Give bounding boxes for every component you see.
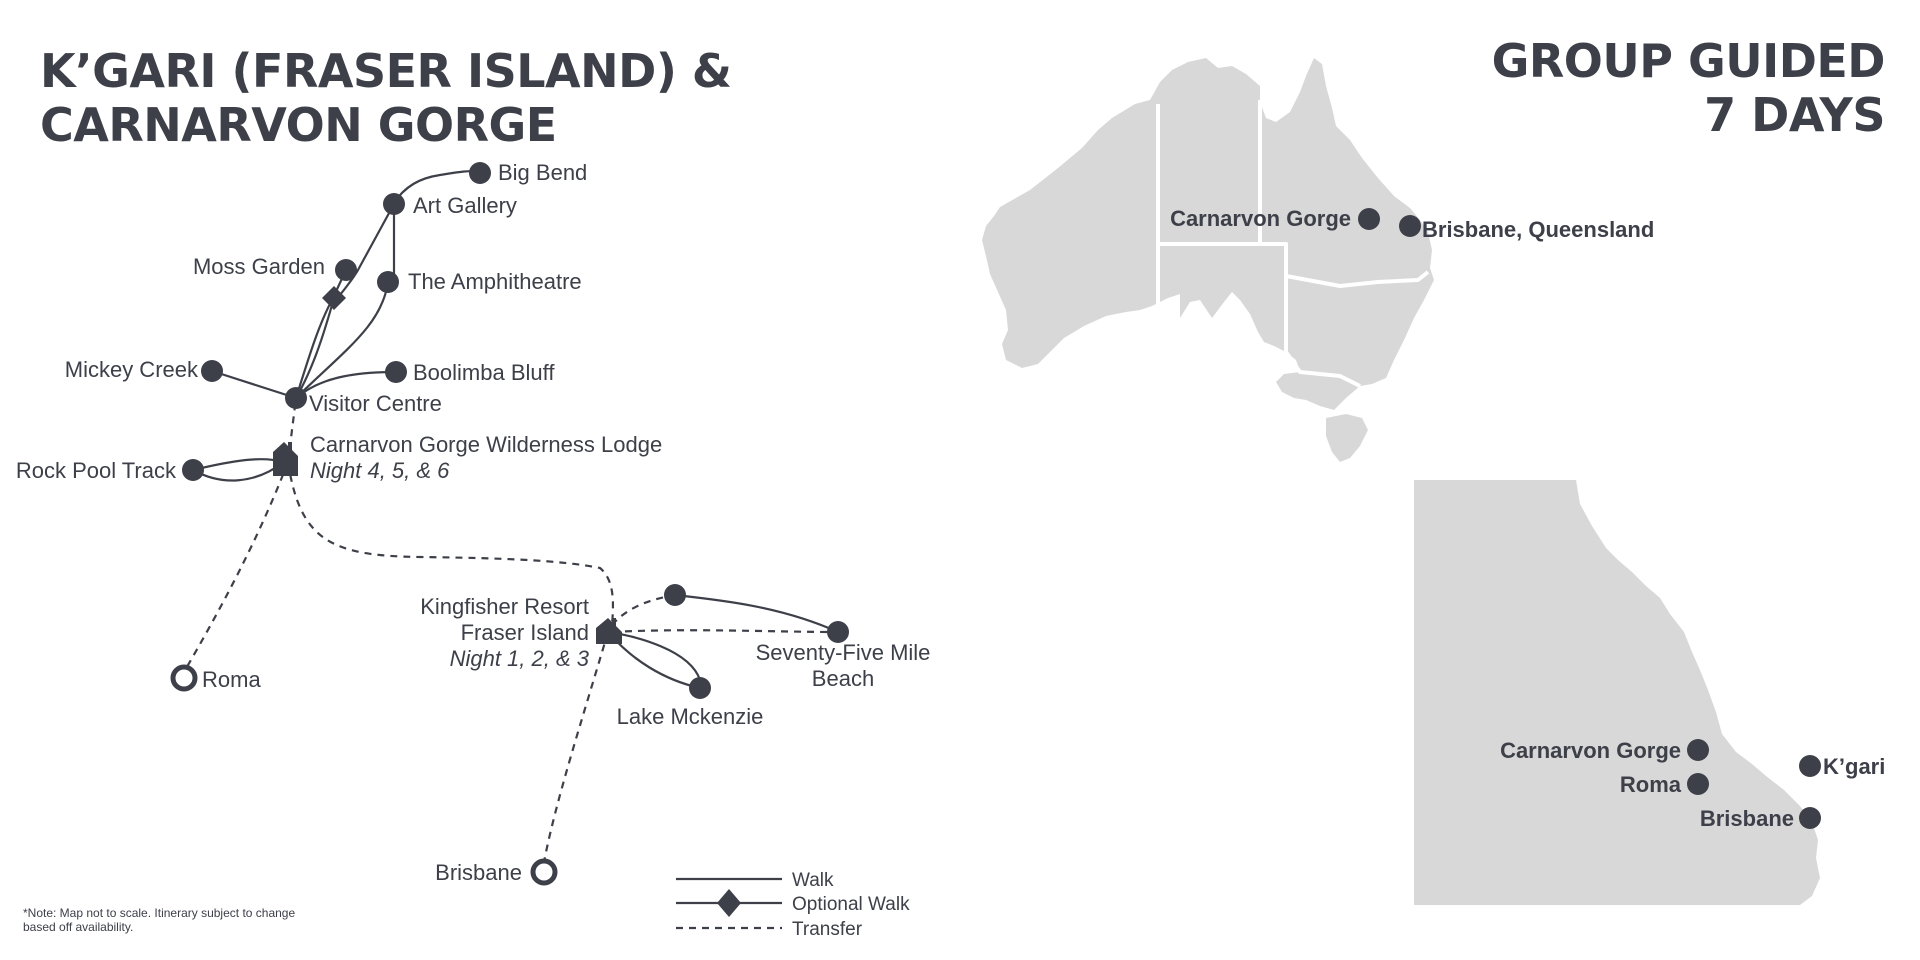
stop-lake-mckenzie: Lake Mckenzie xyxy=(617,677,764,729)
stop-big-bend: Big Bend xyxy=(469,160,587,185)
beach-label-line2: Beach xyxy=(812,666,874,691)
tour-type-label: GROUP GUIDED xyxy=(1491,34,1886,88)
visitor-centre-label: Visitor Centre xyxy=(309,391,442,416)
resort-house-icon xyxy=(596,618,622,644)
qld-roma-dot xyxy=(1687,773,1709,795)
legend-walk-label: Walk xyxy=(792,870,834,891)
lodge-nights-label: Night 4, 5, & 6 xyxy=(310,458,450,483)
route-resort-beach xyxy=(673,593,840,634)
page-title: K’GARI (FRASER ISLAND) & CARNARVON GORGE xyxy=(40,44,732,152)
qld-marker-kgari: K’gari xyxy=(1799,754,1885,779)
title-line2: CARNARVON GORGE xyxy=(40,98,557,152)
transfer-lodge-resort xyxy=(286,461,615,626)
transfer-resort-beach xyxy=(611,629,839,634)
stop-beach: Seventy-Five Mile Beach xyxy=(664,584,930,691)
amphitheatre-label: The Amphitheatre xyxy=(408,269,582,294)
rock-pool-track-dot xyxy=(182,459,204,481)
route-rock-pool-loop xyxy=(191,458,286,482)
australia-landmass xyxy=(982,58,1434,410)
legend-optional-walk: Optional Walk xyxy=(676,889,910,917)
boolimba-bluff-dot xyxy=(385,361,407,383)
mickey-creek-dot xyxy=(201,360,223,382)
qld-marker-carnarvon: Carnarvon Gorge xyxy=(1500,738,1709,763)
stop-roma: Roma xyxy=(170,664,261,692)
lake-mckenzie-label: Lake Mckenzie xyxy=(617,704,764,729)
beach-dot xyxy=(827,621,849,643)
stop-brisbane: Brisbane xyxy=(435,858,558,886)
optional-walk-diamond-icon xyxy=(717,889,741,917)
australia-inset: Carnarvon Gorge Brisbane, Queensland xyxy=(982,58,1654,462)
mickey-creek-label: Mickey Creek xyxy=(65,357,199,382)
qld-brisbane-dot xyxy=(1799,807,1821,829)
australia-marker-brisbane: Brisbane, Queensland xyxy=(1399,215,1654,242)
qld-brisbane-label: Brisbane xyxy=(1700,806,1794,831)
roma-ring-icon xyxy=(170,664,198,692)
legend-transfer-label: Transfer xyxy=(792,919,863,940)
beach-point-dot xyxy=(664,584,686,606)
queensland-landmass xyxy=(1414,480,1820,905)
lodge-house-icon xyxy=(273,442,298,476)
qld-roma-label: Roma xyxy=(1620,772,1682,797)
qld-carnarvon-dot xyxy=(1687,739,1709,761)
route-visitor-mickey-creek xyxy=(210,369,298,400)
transfer-resort-brisbane xyxy=(542,631,610,863)
stop-boolimba-bluff: Boolimba Bluff xyxy=(385,360,555,385)
legend-walk: Walk xyxy=(676,870,834,891)
stop-mickey-creek: Mickey Creek xyxy=(65,357,223,382)
stop-amphitheatre: The Amphitheatre xyxy=(377,269,582,294)
moss-garden-dot xyxy=(335,259,357,281)
resort-nights-label: Night 1, 2, & 3 xyxy=(450,646,590,671)
title-line1: K’GARI (FRASER ISLAND) & xyxy=(40,44,732,98)
brisbane-label: Brisbane xyxy=(435,860,522,885)
tour-badge: GROUP GUIDED 7 DAYS xyxy=(1491,34,1886,142)
brisbane-ring-icon xyxy=(530,858,558,886)
art-gallery-label: Art Gallery xyxy=(413,193,517,218)
big-bend-label: Big Bend xyxy=(498,160,587,185)
visitor-centre-dot xyxy=(285,387,307,409)
art-gallery-dot xyxy=(383,193,405,215)
moss-garden-label: Moss Garden xyxy=(193,254,325,279)
lake-mckenzie-dot xyxy=(689,677,711,699)
stop-lodge: Carnarvon Gorge Wilderness Lodge Night 4… xyxy=(273,432,662,483)
qld-kgari-label: K’gari xyxy=(1823,754,1885,779)
stop-visitor-centre: Visitor Centre xyxy=(285,387,442,416)
australia-brisbane-label: Brisbane, Queensland xyxy=(1422,217,1654,242)
qld-marker-roma: Roma xyxy=(1620,772,1709,797)
stop-resort: Kingfisher Resort Fraser Island Night 1,… xyxy=(420,594,622,671)
disclaimer-note: *Note: Map not to scale. Itinerary subje… xyxy=(23,906,296,934)
legend-transfer: Transfer xyxy=(676,919,863,940)
resort-name-line1: Kingfisher Resort xyxy=(420,594,589,619)
tour-duration-label: 7 DAYS xyxy=(1704,88,1885,142)
qld-kgari-dot xyxy=(1799,755,1821,777)
route-visitor-art-gallery xyxy=(294,202,396,400)
route-amphitheatre-visitor xyxy=(294,280,390,400)
route-visitor-moss-garden xyxy=(294,268,348,400)
queensland-inset: Carnarvon Gorge Roma K’gari Brisbane xyxy=(1414,480,1885,905)
australia-carnarvon-label: Carnarvon Gorge xyxy=(1170,206,1351,231)
resort-name-line2: Fraser Island xyxy=(461,620,589,645)
state-borders xyxy=(1156,100,1430,388)
lodge-name-label: Carnarvon Gorge Wilderness Lodge xyxy=(310,432,662,457)
optional-walk-diamond-icon xyxy=(322,286,346,310)
qld-carnarvon-label: Carnarvon Gorge xyxy=(1500,738,1681,763)
beach-label-line1: Seventy-Five Mile xyxy=(756,640,931,665)
roma-label: Roma xyxy=(202,667,261,692)
qld-marker-brisbane: Brisbane xyxy=(1700,806,1821,831)
australia-marker-carnarvon: Carnarvon Gorge xyxy=(1170,206,1380,231)
tasmania xyxy=(1326,414,1368,462)
boolimba-bluff-label: Boolimba Bluff xyxy=(413,360,555,385)
stop-moss-garden: Moss Garden xyxy=(193,254,357,310)
brisbane-marker-dot xyxy=(1399,215,1421,237)
amphitheatre-dot xyxy=(377,271,399,293)
transfer-lodge-roma xyxy=(183,461,290,673)
carnarvon-marker-dot xyxy=(1358,208,1380,230)
stop-art-gallery: Art Gallery xyxy=(383,193,517,218)
stop-rock-pool-track: Rock Pool Track xyxy=(16,458,204,483)
rock-pool-track-label: Rock Pool Track xyxy=(16,458,177,483)
legend: Walk Optional Walk Transfer xyxy=(676,870,910,940)
legend-optional-walk-label: Optional Walk xyxy=(792,894,910,915)
big-bend-dot xyxy=(469,162,491,184)
